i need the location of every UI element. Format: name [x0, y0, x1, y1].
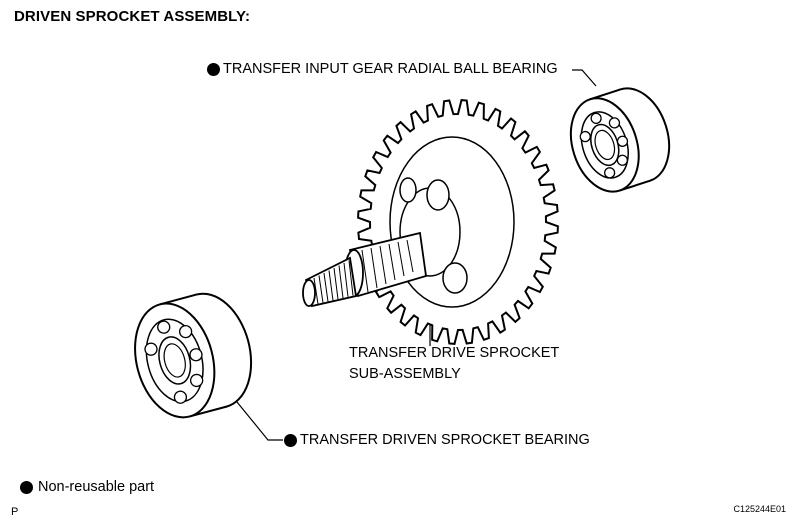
gear-hole-left: [399, 177, 417, 203]
legend-text: Non-reusable part: [38, 479, 155, 495]
gear-hole-upper: [426, 179, 450, 211]
drive-sprocket-gear: [357, 99, 559, 345]
non-reusable-marker: [207, 63, 220, 76]
label-driven-sprocket-bearing: TRANSFER DRIVEN SPROCKET BEARING: [300, 432, 590, 448]
figure-code: C125244E01: [733, 504, 786, 514]
bottom-ball-bearing: [134, 292, 253, 419]
label-input-gear-bearing: TRANSFER INPUT GEAR RADIAL BALL BEARING: [223, 61, 558, 77]
label-drive-sprocket-line1: TRANSFER DRIVE SPROCKET: [349, 345, 560, 361]
leader-lines: [236, 69, 597, 441]
label-drive-sprocket-line2: SUB-ASSEMBLY: [349, 366, 461, 382]
shaft-splines: [361, 239, 414, 293]
top-ball-bearing: [569, 87, 671, 193]
diagram-title: DRIVEN SPROCKET ASSEMBLY:: [14, 8, 251, 25]
leader-bottom-bearing: [236, 401, 283, 441]
shaft-threads: [313, 260, 354, 305]
non-reusable-marker: [284, 434, 297, 447]
leader-top-bearing: [572, 69, 597, 87]
corner-mark: P: [11, 506, 19, 518]
gear-hole-lower: [442, 262, 468, 294]
legend-marker: [20, 481, 33, 494]
